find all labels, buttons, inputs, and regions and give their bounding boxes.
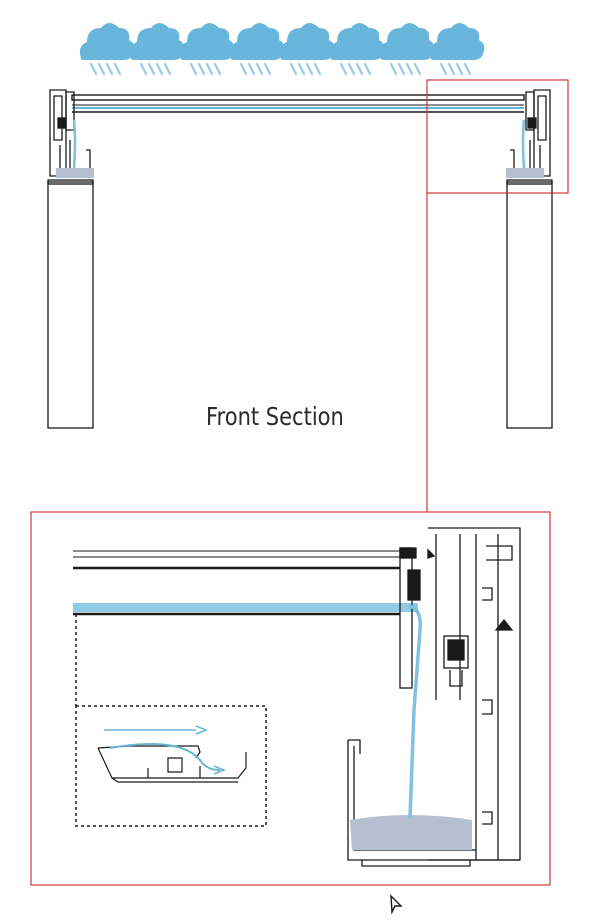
left-column bbox=[47, 89, 94, 429]
water-flow-arrow-icon bbox=[408, 604, 423, 819]
rain-cloud-icon bbox=[128, 22, 186, 75]
rain-cloud-icon bbox=[378, 22, 436, 75]
rain-cloud-icon bbox=[328, 22, 386, 75]
enlarged-detail bbox=[73, 527, 521, 867]
rain-cloud-icon bbox=[278, 22, 336, 75]
rain-cloud-icon bbox=[228, 22, 286, 75]
rain-cloud-icon bbox=[428, 22, 486, 75]
cursor-icon bbox=[390, 894, 403, 915]
rain-cloud-icon bbox=[78, 22, 136, 75]
profile-assembly bbox=[347, 527, 521, 867]
detail-callout bbox=[30, 79, 569, 886]
section-label: Front Section bbox=[206, 402, 344, 431]
rain-clouds bbox=[78, 22, 486, 75]
roof-beam bbox=[71, 94, 525, 113]
rain-cloud-icon bbox=[178, 22, 236, 75]
gutter-section bbox=[97, 725, 247, 783]
right-column bbox=[506, 89, 553, 429]
